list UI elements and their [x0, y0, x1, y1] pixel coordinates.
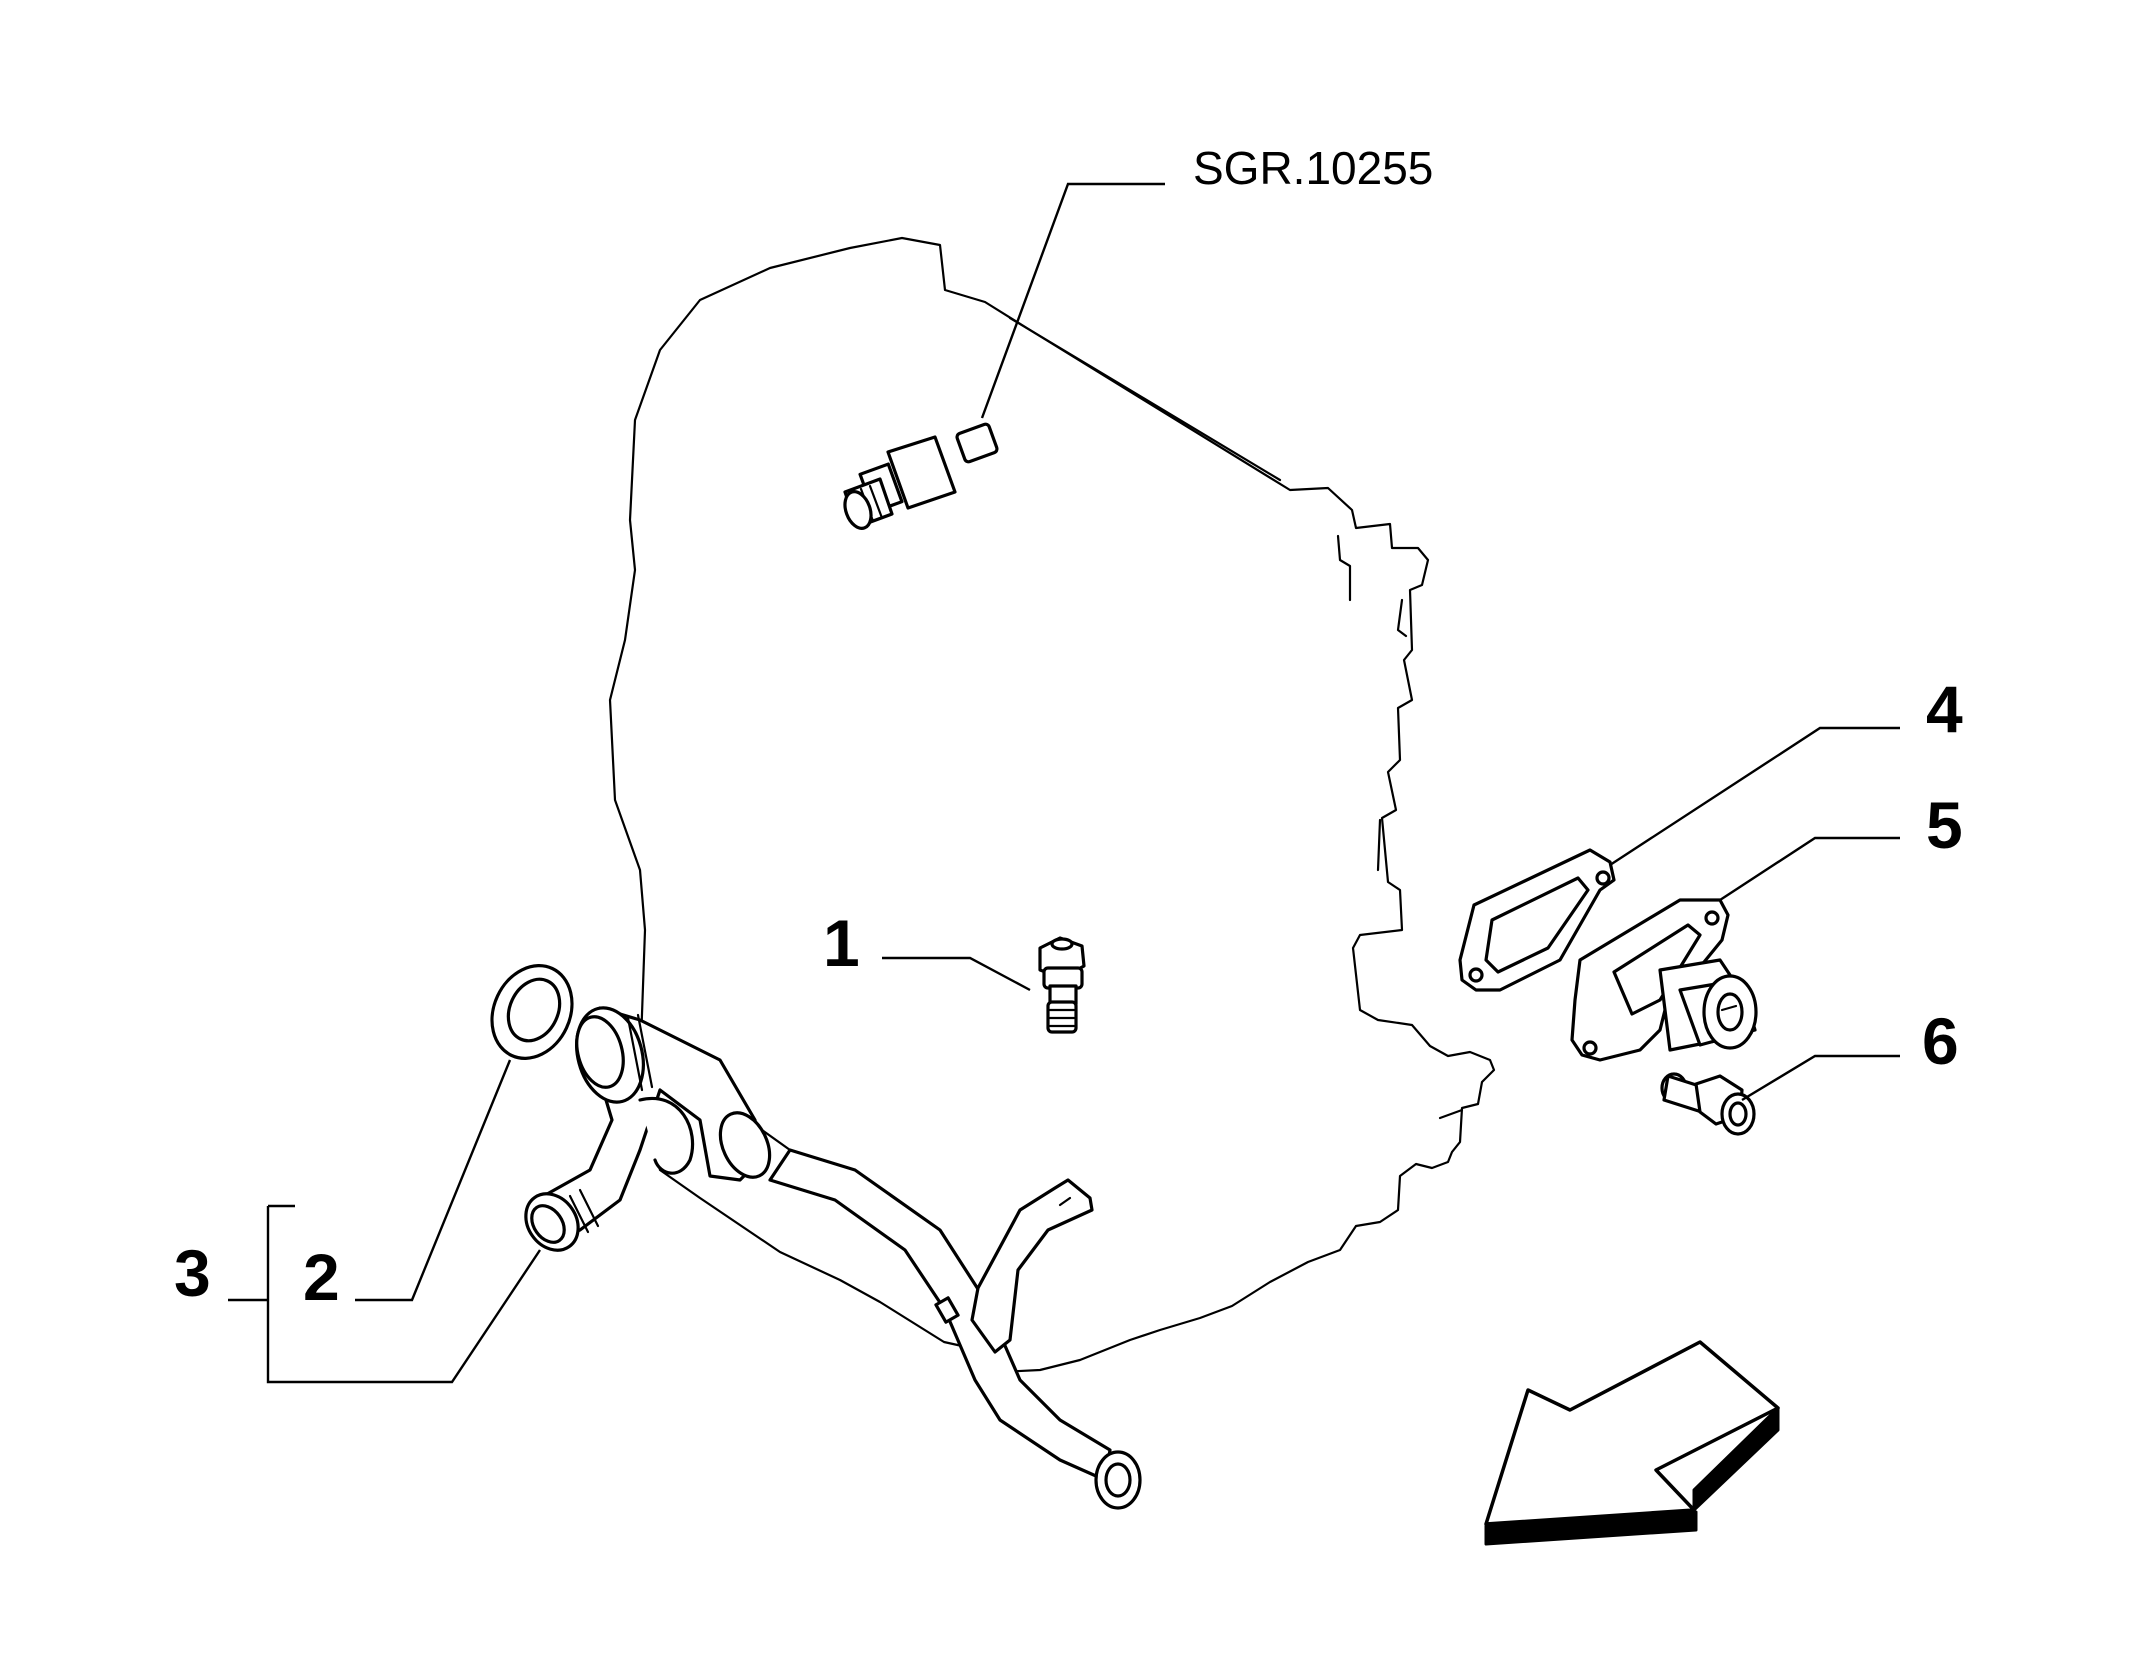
leader-3 — [228, 1204, 541, 1384]
callout-2: 2 — [303, 1240, 340, 1314]
leader-6 — [1741, 1054, 1900, 1102]
part-6-bleed-screw — [1660, 1072, 1756, 1136]
temperature-sensor — [843, 422, 999, 530]
part-2-o-ring — [490, 964, 574, 1060]
part-5-thermostat-housing — [1570, 898, 1758, 1062]
part-3-coolant-pipe — [524, 1006, 1142, 1510]
leader-2 — [355, 1059, 512, 1302]
callout-1: 1 — [823, 906, 860, 980]
leader-4 — [1609, 726, 1900, 867]
part-4-gasket — [1458, 848, 1616, 992]
callout-3: 3 — [174, 1236, 211, 1310]
callout-4: 4 — [1926, 672, 1963, 746]
front-direction-arrow-icon — [1484, 1340, 1780, 1546]
part-1-bolt — [1038, 936, 1086, 1034]
reference-code-label: SGR.10255 — [1193, 142, 1434, 194]
callout-5: 5 — [1926, 788, 1963, 862]
leader-5 — [1719, 836, 1900, 902]
leader-1 — [882, 956, 1031, 992]
leader-sgr — [980, 182, 1165, 419]
callout-6: 6 — [1922, 1004, 1959, 1078]
